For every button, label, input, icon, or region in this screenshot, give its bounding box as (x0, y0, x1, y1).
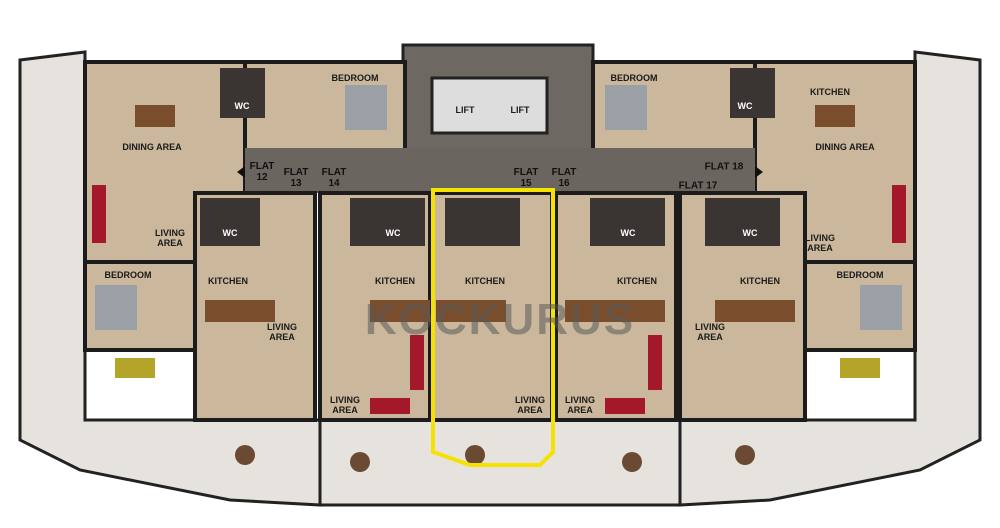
room-label: KITCHEN (740, 276, 780, 286)
wc-block (220, 68, 265, 118)
room-label: BEDROOM (836, 270, 884, 280)
room-label: WC (620, 228, 636, 238)
room-label: LIVING AREA (804, 233, 836, 253)
center-terrace (318, 418, 682, 507)
dining-table (815, 105, 855, 127)
sofa (605, 398, 645, 414)
terrace-table (735, 445, 755, 465)
room-label: KITCHEN (810, 87, 850, 97)
room-label: LIVING AREA (694, 322, 726, 342)
room-label: LIVING AREA (564, 395, 596, 415)
flat-13-label: FLAT 13 (283, 167, 309, 189)
lift-shaft (430, 76, 549, 135)
wc-block (350, 198, 425, 246)
bed (345, 85, 387, 130)
watermark: KOCKURUS (364, 295, 636, 344)
outdoor-sofa (840, 358, 880, 378)
room-label: KITCHEN (208, 276, 248, 286)
corridor (245, 148, 755, 193)
wc-block (590, 198, 665, 246)
flat-16-label: FLAT 16 (551, 167, 577, 189)
room-label: LIVING AREA (329, 395, 361, 415)
flat-18-label: FLAT 18 (704, 161, 744, 173)
terrace-table (465, 445, 485, 465)
room-label: LIVING AREA (514, 395, 546, 415)
room-label: DINING AREA (122, 142, 182, 152)
sofa (648, 335, 662, 390)
room-label: LIVING AREA (266, 322, 298, 342)
room-label: WC (742, 228, 758, 238)
wc-block (730, 68, 775, 118)
wc-block (200, 198, 260, 246)
kitchen-counter (715, 300, 795, 322)
bed (860, 285, 902, 330)
room-label: WC (385, 228, 401, 238)
room-label: WC (222, 228, 238, 238)
sofa (370, 398, 410, 414)
sofa (892, 185, 906, 243)
sofa (92, 185, 106, 243)
room-label: BEDROOM (610, 73, 658, 83)
flat-17-label: FLAT 17 (678, 180, 718, 192)
flat-15-highlight (431, 188, 555, 467)
room-label: WC (234, 101, 250, 111)
room-label: BEDROOM (331, 73, 379, 83)
room-label: WC (737, 101, 753, 111)
arrow-right-icon (755, 166, 763, 178)
room-label: BEDROOM (104, 270, 152, 280)
flat-12-label: FLAT 12 (249, 161, 275, 183)
lift-label: LIFT (510, 105, 530, 115)
wc-block (705, 198, 780, 246)
kitchen-counter (370, 300, 430, 322)
arrow-left-icon (237, 166, 245, 178)
room-label: KITCHEN (617, 276, 657, 286)
room-label: KITCHEN (465, 276, 505, 286)
room-label: LIVING AREA (154, 228, 186, 248)
lift-label: LIFT (455, 105, 475, 115)
dining-table (135, 105, 175, 127)
terrace-table (622, 452, 642, 472)
sofa (410, 335, 424, 390)
terrace-table (235, 445, 255, 465)
room-label: DINING AREA (815, 142, 875, 152)
kitchen-counter (205, 300, 275, 322)
kitchen-counter (436, 300, 506, 322)
bed (95, 285, 137, 330)
flat-15-label: FLAT 15 (513, 167, 539, 189)
kitchen-counter (565, 300, 665, 322)
room-label: KITCHEN (375, 276, 415, 286)
wc-block (445, 198, 520, 246)
outdoor-sofa (115, 358, 155, 378)
bed (605, 85, 647, 130)
flat-14-label: FLAT 14 (321, 167, 347, 189)
terrace-table (350, 452, 370, 472)
